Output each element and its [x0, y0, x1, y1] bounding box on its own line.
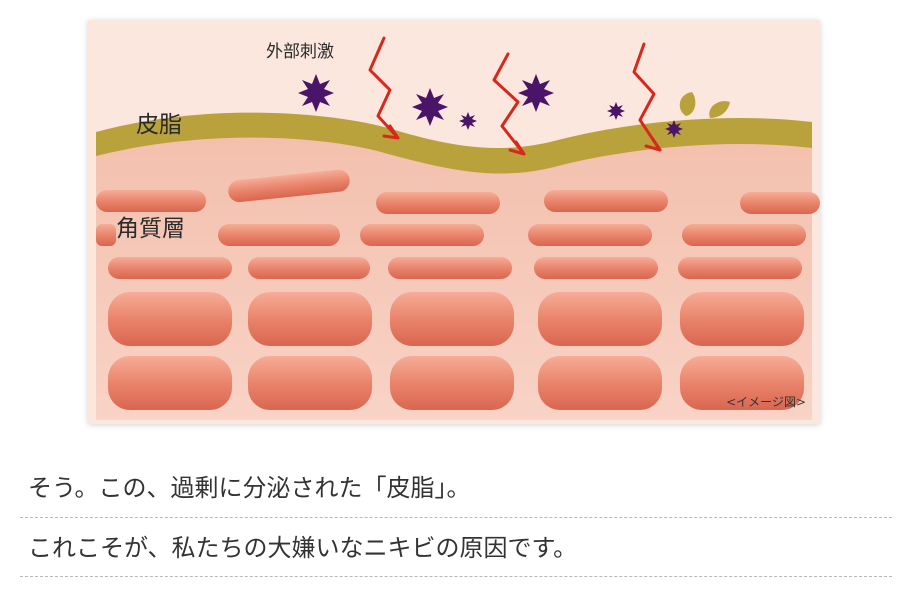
corneocyte	[528, 224, 652, 246]
stimulus-arrow	[508, 140, 526, 156]
corneocyte	[96, 224, 116, 246]
corneocyte	[376, 192, 500, 214]
stimulus-arrow	[382, 124, 400, 140]
corneocyte	[740, 192, 820, 214]
sebum-droplet	[709, 101, 730, 118]
stimulus-arrow	[492, 52, 526, 156]
corneocyte-row-2	[96, 224, 806, 246]
cell	[538, 292, 662, 346]
skin-illustration: 外部刺激 皮脂 角質層 <イメージ図>	[88, 20, 820, 424]
cell	[538, 356, 662, 410]
stimulus-star	[518, 74, 554, 112]
corneocyte	[228, 169, 350, 203]
body-text-line-1: そう。この、過剰に分泌された「皮脂」。	[28, 474, 471, 502]
corneocyte	[534, 257, 658, 279]
cell-row-5	[108, 356, 804, 410]
corneocyte-row-3	[108, 257, 802, 279]
body-text-line-2: これこそが、私たちの大嫌いなニキビの原因です。	[28, 534, 578, 562]
sebum-label: 皮脂	[136, 112, 182, 138]
external-stimulus-label: 外部刺激	[266, 42, 334, 62]
cell	[108, 356, 232, 410]
corneocyte	[682, 224, 806, 246]
corneocyte	[544, 190, 668, 212]
dashed-divider	[20, 576, 892, 577]
corneocyte	[218, 224, 340, 246]
stimulus-arrow	[632, 42, 662, 152]
corneocyte	[108, 257, 232, 279]
cell	[390, 356, 514, 410]
stimulus-arrow	[368, 36, 400, 140]
image-caption: <イメージ図>	[726, 395, 806, 409]
cell	[680, 292, 804, 346]
stratum-corneum-label: 角質層	[116, 216, 185, 242]
cell	[248, 292, 372, 346]
stimulus-star	[459, 112, 477, 130]
cell	[390, 292, 514, 346]
stimulus-arrows	[368, 36, 662, 156]
stimulus-particles	[298, 74, 683, 138]
stimulus-star	[412, 88, 448, 126]
cell	[248, 356, 372, 410]
sebum-droplet	[679, 92, 696, 116]
corneocyte	[388, 257, 512, 279]
dashed-divider	[20, 517, 892, 518]
corneocyte	[96, 190, 206, 212]
cell	[680, 356, 804, 410]
corneocyte	[248, 257, 370, 279]
cell-row-4	[108, 292, 804, 346]
corneocyte	[678, 257, 802, 279]
stimulus-star	[665, 120, 683, 138]
stimulus-star	[607, 102, 625, 120]
corneocyte	[360, 224, 484, 246]
stimulus-star	[298, 74, 334, 112]
sebum-layer	[96, 112, 812, 174]
cell	[108, 292, 232, 346]
stimulus-arrow	[644, 136, 662, 152]
corneocyte-row-1	[96, 169, 820, 214]
skin-diagram	[96, 36, 820, 420]
